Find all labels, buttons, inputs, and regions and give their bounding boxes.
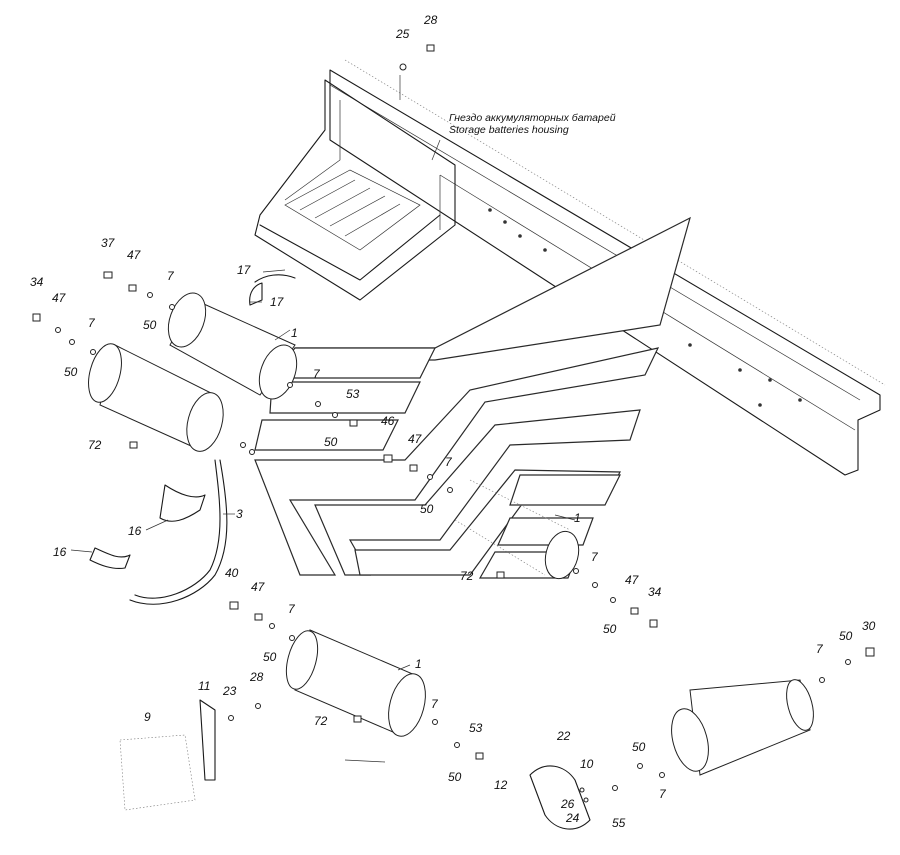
callout-label: 17	[270, 295, 285, 309]
callout-label: 7	[313, 367, 321, 381]
callout-label: 53	[469, 721, 483, 735]
callout-label: 40	[225, 566, 239, 580]
callout-label: 7	[88, 316, 96, 330]
callout-label: 28	[423, 13, 438, 27]
caption-russian: Гнездо аккумуляторных батарей	[449, 112, 616, 124]
callout-label: 53	[346, 387, 360, 401]
callout-label: 11	[198, 679, 210, 693]
callout-label: 50	[324, 435, 338, 449]
battery-left	[88, 343, 224, 452]
callout-label: 72	[88, 438, 102, 452]
callout-label: 50	[420, 502, 434, 516]
callout-label: 47	[625, 573, 640, 587]
battery-middle	[285, 629, 426, 737]
support-brackets	[249, 274, 296, 306]
battery-center-right	[454, 479, 580, 580]
callout-label: 16	[128, 524, 142, 538]
callout-label: 47	[251, 580, 266, 594]
callout-label: 50	[263, 650, 277, 664]
callout-label: 28	[249, 670, 264, 684]
callout-label: 47	[408, 432, 423, 446]
callout-label: 30	[862, 619, 876, 633]
callout-label: 46	[381, 414, 395, 428]
clamp-strap	[89, 459, 228, 605]
callout-label: 50	[603, 622, 617, 636]
callout-label: 1	[574, 511, 581, 525]
callout-label: 25	[395, 27, 410, 41]
callout-label: 7	[816, 642, 824, 656]
callout-label: 22	[556, 729, 571, 743]
callout-label: 10	[580, 757, 594, 771]
battery-lower-right	[671, 679, 814, 776]
leader-lines	[70, 139, 576, 671]
callout-label: 7	[167, 269, 175, 283]
callout-label: 72	[460, 569, 474, 583]
callout-label: 17	[237, 263, 252, 277]
callout-label: 16	[53, 545, 67, 559]
callout-numbers: 25 28 37 47 7 34 47 7 50 50 17 17 1 7 53…	[30, 13, 876, 830]
callout-label: 7	[659, 787, 667, 801]
callout-label: 50	[839, 629, 853, 643]
lower-parts	[119, 699, 591, 830]
housing-caption: Гнездо аккумуляторных батарей Storage ba…	[449, 112, 616, 136]
callout-label: 12	[494, 778, 508, 792]
callout-label: 50	[632, 740, 646, 754]
callout-label: 1	[291, 326, 298, 340]
caption-english: Storage batteries housing	[449, 124, 569, 136]
callout-label: 9	[144, 710, 151, 724]
brand-logo	[254, 216, 691, 579]
callout-label: 7	[288, 602, 296, 616]
callout-label: 55	[612, 816, 626, 830]
fasteners	[32, 44, 875, 803]
callout-label: 24	[565, 811, 580, 825]
callout-label: 50	[143, 318, 157, 332]
battery-upper	[167, 292, 298, 400]
callout-label: 1	[415, 657, 422, 671]
callout-label: 7	[431, 697, 439, 711]
callout-label: 26	[560, 797, 575, 811]
callout-label: 37	[101, 236, 116, 250]
callout-label: 34	[648, 585, 662, 599]
callout-label: 50	[64, 365, 78, 379]
callout-label: 34	[30, 275, 44, 289]
callout-label: 23	[222, 684, 237, 698]
callout-label: 47	[127, 248, 142, 262]
callout-label: 47	[52, 291, 67, 305]
callout-label: 7	[591, 550, 599, 564]
callout-label: 3	[236, 507, 243, 521]
callout-label: 50	[448, 770, 462, 784]
callout-label: 72	[314, 714, 328, 728]
battery-housing	[254, 75, 456, 301]
callout-label: 7	[445, 455, 453, 469]
